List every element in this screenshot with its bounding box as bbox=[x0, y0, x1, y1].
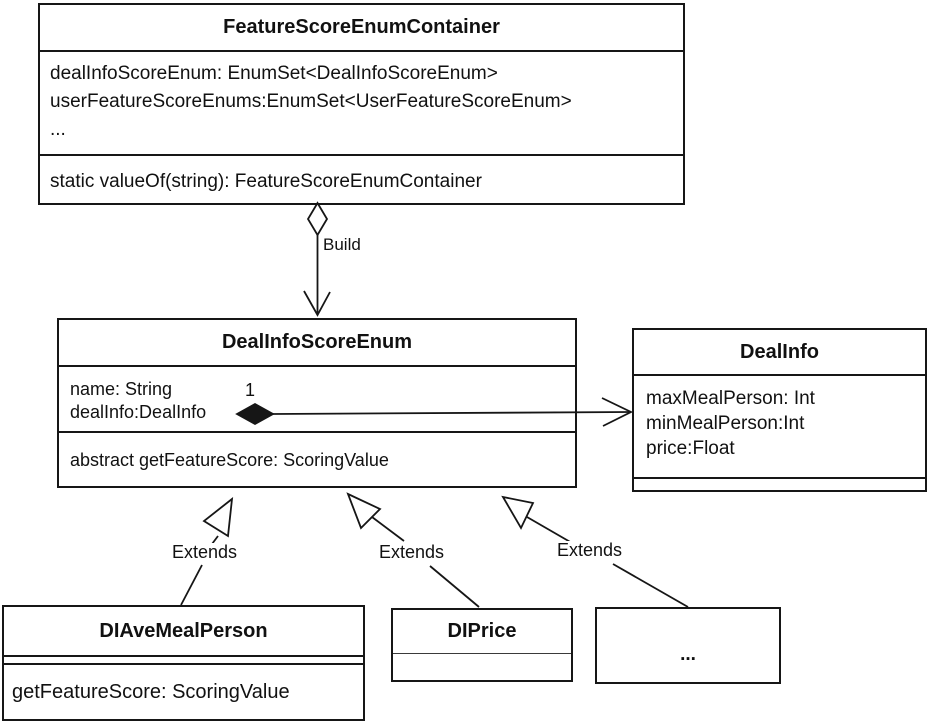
empty-methods-compartment bbox=[634, 477, 925, 490]
attributes-compartment: maxMealPerson: Int minMealPerson:Int pri… bbox=[634, 374, 925, 477]
generalization-triangle-icon bbox=[202, 496, 234, 538]
extends-label: Extends bbox=[170, 542, 240, 563]
class-box-featurescoreenumcontainer: FeatureScoreEnumContainer dealInfoScoreE… bbox=[38, 3, 685, 205]
class-title: DIPrice bbox=[447, 620, 517, 642]
empty-attributes-compartment bbox=[4, 655, 363, 663]
class-box-diavemealperson: DIAveMealPerson getFeatureScore: Scoring… bbox=[2, 605, 365, 721]
class-title: ... bbox=[680, 643, 696, 665]
class-title: FeatureScoreEnumContainer bbox=[223, 16, 500, 38]
method-text: static valueOf(string): FeatureScoreEnum… bbox=[50, 171, 482, 192]
class-box-diprice: DIPrice bbox=[391, 608, 573, 682]
attribute-text: minMealPerson:Int bbox=[646, 413, 805, 434]
multiplicity-label: 1 bbox=[243, 380, 258, 401]
class-title: DealInfoScoreEnum bbox=[221, 331, 413, 353]
methods-compartment: getFeatureScore: ScoringValue bbox=[4, 663, 363, 719]
methods-compartment: static valueOf(string): FeatureScoreEnum… bbox=[40, 154, 683, 203]
extends-connector-line bbox=[180, 564, 203, 606]
aggregation-diamond-icon bbox=[306, 201, 329, 237]
class-box-ellipsis: ... bbox=[595, 607, 781, 684]
attribute-text: price:Float bbox=[646, 438, 735, 459]
class-title: DealInfo bbox=[740, 340, 819, 363]
method-text: abstract getFeatureScore: ScoringValue bbox=[70, 450, 389, 470]
attributes-compartment: dealInfoScoreEnum: EnumSet<DealInfoScore… bbox=[40, 50, 683, 154]
build-label: Build bbox=[321, 235, 363, 255]
class-box-dealinfo: DealInfo maxMealPerson: Int minMealPerso… bbox=[632, 328, 927, 492]
attribute-text: userFeatureScoreEnums:EnumSet<UserFeatur… bbox=[50, 91, 572, 112]
arrowhead-icon bbox=[601, 397, 634, 427]
methods-compartment: abstract getFeatureScore: ScoringValue bbox=[59, 431, 575, 486]
attributes-compartment: name: String dealInfo:DealInfo bbox=[59, 365, 575, 431]
extends-connector-line bbox=[612, 563, 689, 608]
extends-connector-line bbox=[429, 565, 480, 608]
class-box-dealinfoscoreenum: DealInfoScoreEnum name: String dealInfo:… bbox=[57, 318, 577, 488]
class-title: DIAveMealPerson bbox=[99, 619, 268, 642]
attribute-text: dealInfoScoreEnum: EnumSet<DealInfoScore… bbox=[50, 63, 498, 84]
attribute-text: name: String bbox=[70, 379, 173, 399]
generalization-triangle-icon bbox=[501, 495, 535, 530]
attribute-text: ... bbox=[50, 119, 66, 140]
attribute-text: maxMealPerson: Int bbox=[646, 388, 815, 409]
empty-attributes-compartment bbox=[393, 653, 571, 680]
extends-label: Extends bbox=[555, 540, 625, 561]
attribute-text: dealInfo:DealInfo bbox=[70, 402, 207, 422]
method-text: getFeatureScore: ScoringValue bbox=[12, 681, 290, 703]
extends-connector-line bbox=[371, 516, 405, 542]
extends-label: Extends bbox=[377, 542, 447, 563]
generalization-triangle-icon bbox=[346, 492, 382, 530]
arrowhead-icon bbox=[303, 290, 331, 317]
